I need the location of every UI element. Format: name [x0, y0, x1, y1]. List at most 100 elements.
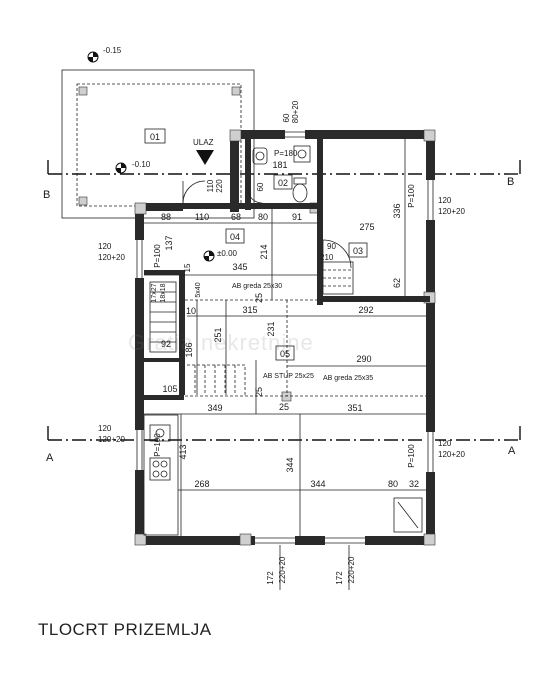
- terrace-post: [78, 196, 88, 206]
- dim-231: 231: [266, 321, 276, 336]
- window-east-upper: [426, 180, 435, 220]
- section-a-right: A: [508, 445, 516, 457]
- dim-345: 345: [232, 262, 247, 272]
- p100-east-lower: P=100: [407, 444, 416, 468]
- room-tag-05: [275, 345, 295, 361]
- wall-east: [426, 130, 435, 545]
- dim-68: 68: [231, 212, 241, 222]
- win-top-80-20: 80+20: [291, 100, 300, 123]
- dim-336: 336: [392, 203, 402, 218]
- wall-entry-north: [135, 203, 183, 211]
- stair-5x40: 5x40: [195, 282, 202, 297]
- win-entry-220: 220: [215, 179, 224, 193]
- window-west-upper: [135, 240, 144, 278]
- wall-stair-east: [179, 270, 185, 395]
- dim-32: 32: [409, 479, 419, 489]
- win-top-60: 60: [282, 113, 291, 122]
- win-right-120: 120: [438, 196, 452, 205]
- fireplace: [393, 497, 423, 533]
- win-right2-120: 120: [438, 439, 452, 448]
- win-left-120-20: 120+20: [98, 253, 125, 262]
- drawing-caption: TLOCRT PRIZEMLJA: [38, 620, 212, 639]
- dim-351: 351: [347, 403, 362, 413]
- terrace-post: [78, 86, 88, 96]
- pillar: [423, 533, 436, 546]
- pillar: [134, 533, 147, 546]
- room-label-02: 02: [278, 178, 288, 188]
- win-left-120: 120: [98, 242, 112, 251]
- dim-214: 214: [259, 244, 269, 259]
- door-90: 90: [327, 242, 336, 251]
- win-bottom1-172: 172: [266, 571, 275, 585]
- dim-92: 92: [161, 339, 171, 349]
- dim-268: 268: [194, 479, 209, 489]
- dim-60: 60: [256, 182, 265, 191]
- beam-upper-label: AB greda 25x30: [232, 283, 282, 290]
- wall-inner-hall-north: [183, 203, 323, 209]
- p100-west-lower: P=100: [153, 433, 162, 457]
- level-path: -0.10: [132, 160, 151, 169]
- column-label: AB STUP 25x25: [263, 373, 314, 380]
- staircase: [149, 281, 246, 395]
- wall-north: [230, 130, 435, 139]
- dim-105: 105: [162, 384, 177, 394]
- dim-25-b: 25: [254, 387, 264, 397]
- wall-wc-west: [245, 135, 251, 210]
- wall-stair-south: [144, 395, 184, 400]
- window-south-1: [255, 536, 295, 545]
- dim-62: 62: [392, 278, 402, 288]
- window-east-lower: [426, 432, 435, 472]
- column-stup: [281, 391, 292, 402]
- win-entry-110: 110: [206, 179, 215, 192]
- wall-room03-west: [317, 135, 323, 305]
- dim-344-h: 344: [310, 479, 325, 489]
- pillar: [239, 533, 252, 546]
- dim-10: 10: [186, 306, 196, 316]
- entrance-arrow-icon: [196, 150, 214, 165]
- wall-stair-north: [144, 270, 179, 275]
- door-210: 210: [320, 253, 334, 262]
- wall-north-west: [230, 130, 239, 212]
- win-bottom1-220-20: 220+20: [278, 556, 287, 583]
- dim-80b: 80: [388, 479, 398, 489]
- dim-88: 88: [161, 212, 171, 222]
- dim-344-v: 344: [285, 457, 295, 472]
- stair-17x27: 17x27: [151, 283, 158, 302]
- dim-91: 91: [292, 212, 302, 222]
- section-b-left: B: [43, 189, 50, 201]
- dim-275: 275: [359, 222, 374, 232]
- beam-lower-label: AB greda 25x35: [323, 375, 373, 382]
- pillar: [423, 129, 436, 142]
- pillar: [134, 202, 147, 215]
- dim-25-a: 25: [254, 293, 264, 303]
- room-tag-01: [144, 128, 166, 144]
- room-tag-03: [348, 242, 368, 258]
- wc-sink: [252, 147, 268, 165]
- room-label-01: 01: [150, 132, 160, 142]
- window-south-2: [325, 536, 365, 545]
- level-terrace: -0.15: [103, 46, 122, 55]
- dim-25-c: 25: [279, 402, 289, 412]
- level-marker-fill: [88, 52, 98, 62]
- wall-west: [135, 203, 144, 545]
- dim-110: 110: [195, 212, 209, 222]
- kitchen-sink: [149, 424, 171, 442]
- window-north: [285, 130, 305, 139]
- wall-room03-south: [317, 296, 430, 302]
- dim-290: 290: [356, 354, 371, 364]
- section-b-right: B: [507, 176, 514, 188]
- kitchen-hob: [149, 457, 171, 481]
- door-swing-03: [322, 239, 352, 269]
- section-a-left: A: [46, 452, 54, 464]
- watermark: Gratia nekretnine: [128, 330, 314, 355]
- win-left2-120: 120: [98, 424, 112, 433]
- dim-15: 15: [183, 263, 192, 272]
- wc-shower: [293, 145, 311, 163]
- level-marker-fill: [116, 163, 126, 173]
- room-tag-02: [273, 174, 293, 190]
- level-floor: ±0.00: [217, 249, 238, 258]
- dim-251: 251: [213, 327, 223, 342]
- wc-toilet: [292, 183, 308, 203]
- dim-137: 137: [164, 235, 174, 250]
